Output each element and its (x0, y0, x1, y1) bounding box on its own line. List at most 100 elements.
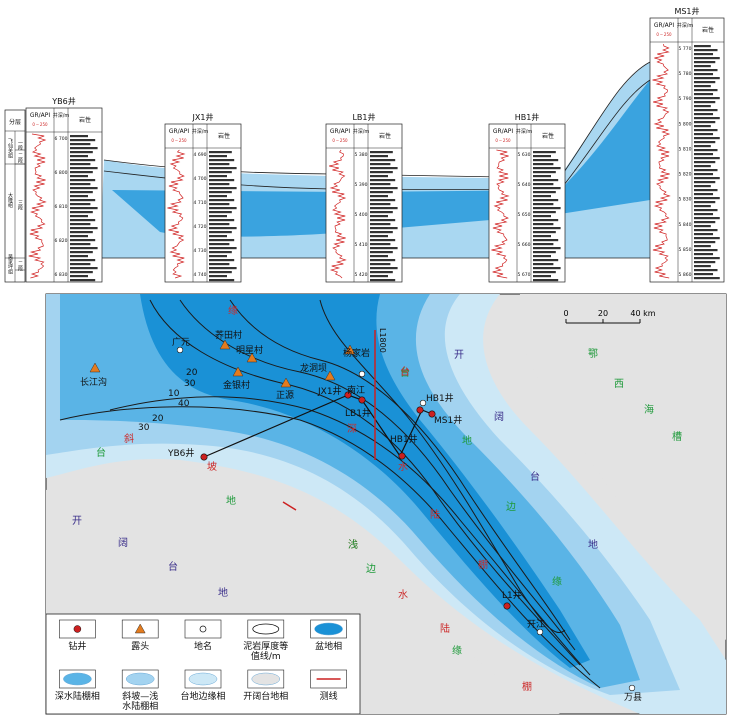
depth-label: 4 730 (194, 248, 207, 254)
well-label: MS1井 (434, 414, 462, 426)
place-marker (628, 684, 636, 692)
legend-item-contour: 泥岩厚度等值线/m (243, 619, 288, 662)
well-label: HB1井 (426, 392, 454, 404)
legend-item-slope: 斜坡—浅水陆棚相 (121, 669, 159, 712)
facies-char-margin: 缘 (552, 575, 562, 588)
contour-value: 30 (184, 379, 196, 389)
well-title-yb6: YB6井 (51, 96, 75, 106)
strat-m3: 三段 (17, 200, 23, 211)
facies-char-open_right: 台 (530, 470, 540, 483)
depth-label: 5 420 (355, 272, 368, 278)
strat-fm2: 大隆组 (7, 192, 13, 208)
well-marker (344, 391, 352, 399)
svg-text:深水陆棚相: 深水陆棚相 (55, 690, 100, 702)
facies-char-margin2: 边 (366, 563, 376, 575)
depth-label: 5 650 (518, 212, 531, 218)
legend-item-line: 测线 (310, 669, 347, 702)
depth-header: 井深/m (53, 112, 70, 119)
depth-label: 6 800 (55, 170, 68, 176)
contour-10 (59, 406, 601, 689)
strat-m1: 一段 (17, 140, 23, 151)
svg-text:钻井: 钻井 (68, 640, 86, 652)
depth-label: 5 790 (679, 96, 692, 102)
svg-text:地名: 地名 (194, 640, 212, 652)
place-label: 万县 (624, 692, 642, 703)
contour-value: 10 (168, 389, 180, 399)
outcrop-label: 杨家岩 (343, 347, 370, 359)
strat-hdr: 分层 (9, 118, 21, 126)
facies-char-ne: 西 (614, 379, 624, 390)
depth-header: 井深/m (353, 128, 370, 135)
facies-char-open_left: 地 (218, 586, 228, 599)
facies-char-top: 缘 (228, 304, 238, 317)
survey-line-small (282, 501, 297, 511)
facies-char-open_right: 开 (454, 350, 464, 361)
well-label: JX1井 (317, 385, 342, 397)
facies-char-open_right: 阔 (494, 410, 504, 423)
facies-char-shallow: 浅 (348, 538, 358, 551)
outcrop-label: 金银村 (223, 379, 250, 391)
depth-label: 5 800 (679, 121, 692, 127)
facies-char-shallow: 陆 (440, 622, 450, 635)
depth-label: 6 810 (55, 204, 68, 210)
outcrop-marker (246, 352, 258, 363)
lith-header: 岩性 (79, 116, 91, 124)
depth-label: 5 830 (679, 197, 692, 203)
well-marker (428, 410, 436, 418)
well-label: YB6井 (167, 447, 194, 459)
gr-curve (652, 43, 671, 279)
well-title-hb1: HB1井 (515, 112, 540, 122)
strat-fm1: 飞仙关组 (7, 138, 13, 158)
depth-label: 4 700 (194, 176, 207, 182)
well-marker (503, 602, 511, 610)
contour-30 (179, 299, 576, 651)
facies-char-margin2: 浅 (348, 538, 358, 551)
depth-label: 5 820 (679, 172, 692, 178)
contour-value: 30 (138, 423, 150, 433)
zone-open-right (518, 294, 726, 640)
facies-char-open_left: 台 (168, 560, 178, 573)
depth-label: 4 710 (194, 200, 207, 206)
facies-char-deep: 深 (347, 423, 357, 435)
depth-label: 4 740 (194, 272, 207, 278)
place-marker (536, 628, 544, 636)
depth-label: 5 770 (679, 46, 692, 52)
svg-text:台地边缘相: 台地边缘相 (180, 690, 225, 702)
facies-char-ne: 槽 (672, 430, 682, 443)
svg-text:测线: 测线 (320, 690, 338, 702)
depth-label: 5 850 (679, 247, 692, 253)
well-title-jx1: JX1井 (192, 112, 214, 122)
lith-header: 岩性 (542, 132, 554, 140)
place-marker (358, 370, 366, 378)
svg-text:开阔台地相: 开阔台地相 (243, 690, 288, 702)
outcrop-label: 正源 (276, 390, 294, 401)
scale-20: 20 (598, 309, 608, 318)
well-label: L1井 (502, 589, 522, 601)
scale-bar: 0 20 40 km (563, 309, 656, 324)
depth-label: 5 670 (518, 272, 531, 278)
gr-curve (329, 149, 347, 279)
place-label: 广元 (172, 336, 190, 348)
facies-char-shallow: 水 (398, 589, 408, 601)
facies-char-margin_left: 台 (96, 446, 106, 459)
outcrop-label: 长江沟 (80, 376, 107, 388)
depth-header: 井深/m (516, 128, 533, 135)
facies-char-open_right: 地 (588, 538, 598, 551)
section-tie-line (203, 394, 433, 458)
strat-m4: 二段 (17, 261, 23, 272)
contour-value: 20 (152, 414, 164, 424)
outcrop-label: 荞田村 (215, 329, 242, 341)
contour-40 (229, 299, 571, 641)
svg-text:露头: 露头 (131, 641, 149, 652)
zone-basin (140, 294, 590, 668)
outcrop-marker (219, 339, 231, 350)
depth-label: 5 640 (518, 182, 531, 188)
well-label: HB1井 (390, 433, 418, 445)
contour-20b (149, 299, 581, 666)
